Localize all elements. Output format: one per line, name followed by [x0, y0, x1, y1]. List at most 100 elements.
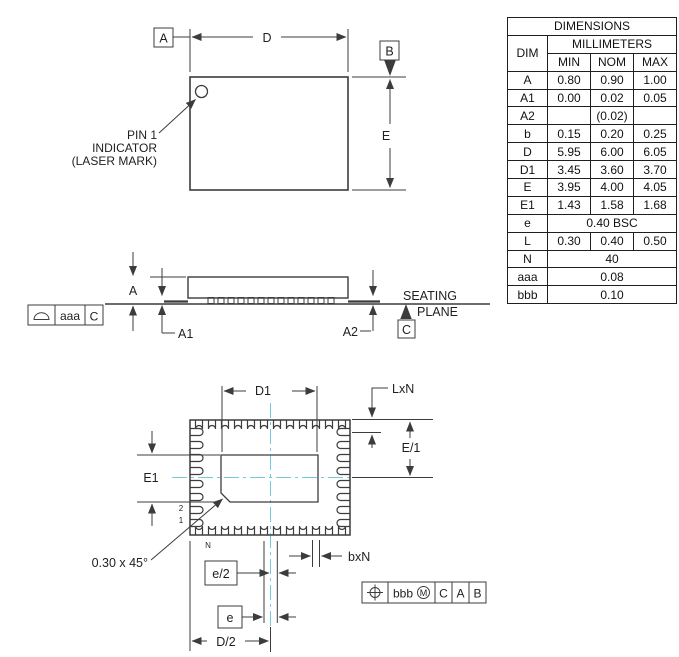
terminal-pad	[246, 420, 256, 430]
terminal-pad	[336, 492, 350, 502]
pin1-text-3: (LASER MARK)	[72, 154, 157, 168]
side-terminal	[277, 297, 285, 304]
terminal-pad	[233, 420, 243, 430]
pos-fcf-datum2-label: A	[456, 587, 464, 601]
pos-fcf-datum3-label: B	[473, 587, 481, 601]
side-terminal	[287, 297, 295, 304]
datum-triangle-icon	[384, 60, 396, 76]
d-half-label: D/2	[216, 635, 236, 649]
fcf-symbol-cell	[27, 304, 56, 326]
terminal-pad	[272, 525, 282, 535]
terminal-pad	[207, 525, 217, 535]
terminal-pad	[259, 525, 269, 535]
col-header-min: MIN	[547, 52, 591, 72]
seating-plane-text-2: PLANE	[417, 305, 458, 319]
terminal-pad	[207, 420, 217, 430]
side-terminal	[227, 297, 235, 304]
side-terminal	[247, 297, 255, 304]
col-header-dim: DIM	[507, 34, 548, 72]
col-header-nom: NOM	[590, 52, 634, 72]
datum-a-box	[153, 27, 174, 48]
dim-e1-label: E1	[143, 471, 158, 485]
terminal-pad	[246, 525, 256, 535]
terminal-pad	[233, 525, 243, 535]
datum-c-triangle-icon	[400, 304, 412, 319]
fcf-tolerance-label: aaa	[60, 309, 80, 323]
terminal-pad	[336, 505, 350, 515]
terminal-pad	[336, 453, 350, 463]
e-label: e	[227, 611, 234, 625]
table-title: DIMENSIONS	[506, 17, 678, 36]
terminal-pad	[336, 518, 350, 528]
pos-fcf-tolerance-label: bbb	[393, 587, 413, 601]
pin1-leader	[158, 99, 196, 134]
datum-c-box	[397, 319, 416, 339]
terminal-pad	[336, 466, 350, 476]
terminal-pad	[190, 440, 204, 450]
terminal-pad	[298, 420, 308, 430]
terminal-pad	[220, 525, 230, 535]
dim-lxn-label: LxN	[392, 382, 414, 396]
bottom-body-outline	[189, 419, 351, 536]
datum-b-box	[379, 40, 400, 61]
side-terminal	[267, 297, 275, 304]
terminal-pad	[190, 505, 204, 515]
pin1-label: 1	[179, 516, 184, 525]
datum-b-label: B	[385, 45, 393, 59]
side-body-outline	[187, 276, 349, 299]
side-terminal	[257, 297, 265, 304]
side-view	[27, 252, 490, 339]
pin1-text-2: INDICATOR	[92, 141, 157, 155]
dim-a1-label: A1	[178, 327, 193, 341]
dim-ehalf-label: E/1	[402, 441, 421, 455]
terminal-pad	[190, 518, 204, 528]
fcf-datum-cell	[84, 304, 104, 326]
package-body-outline	[189, 76, 349, 191]
dim-a-label: A	[129, 284, 138, 298]
pin2-label: 2	[179, 504, 184, 513]
terminal-pad	[285, 525, 295, 535]
side-view-labels: A A1 A2 aaa C SEATING PLANE C	[60, 284, 458, 341]
terminal-pad	[336, 440, 350, 450]
bottom-view	[137, 386, 487, 652]
mmc-modifier-icon	[417, 586, 430, 599]
terminal-pad	[298, 525, 308, 535]
fcf-datum-label: C	[90, 310, 99, 324]
side-terminal	[217, 297, 225, 304]
terminal-pad	[311, 525, 321, 535]
pos-fcf-datum3-cell	[468, 581, 487, 604]
pin1-text-1: PIN 1	[127, 128, 157, 142]
dim-e-label: E	[382, 129, 390, 143]
bottom-view-labels: D1 LxN E/1 E1 2 1 N 0.30 x 45° e/2 e D/2…	[92, 382, 482, 649]
exposed-pad-outline	[220, 454, 319, 503]
side-terminal	[327, 297, 335, 304]
pos-fcf-datum1-label: C	[439, 587, 448, 601]
terminal-pad	[285, 420, 295, 430]
side-terminal	[207, 297, 215, 304]
col-header-max: MAX	[632, 52, 678, 72]
terminal-pad	[190, 492, 204, 502]
dim-d-label: D	[262, 31, 271, 45]
terminal-pad	[311, 420, 321, 430]
terminal-pad	[190, 427, 204, 437]
side-terminal	[237, 297, 245, 304]
dim-d1-label: D1	[255, 384, 271, 398]
terminal-pad	[190, 466, 204, 476]
terminal-pad	[272, 420, 282, 430]
terminal-pad	[190, 479, 204, 489]
terminal-pad	[336, 427, 350, 437]
dim-a2-label: A2	[343, 325, 358, 339]
table-row: A2(0.02)	[507, 106, 678, 126]
mmc-m-label: M	[420, 588, 428, 598]
